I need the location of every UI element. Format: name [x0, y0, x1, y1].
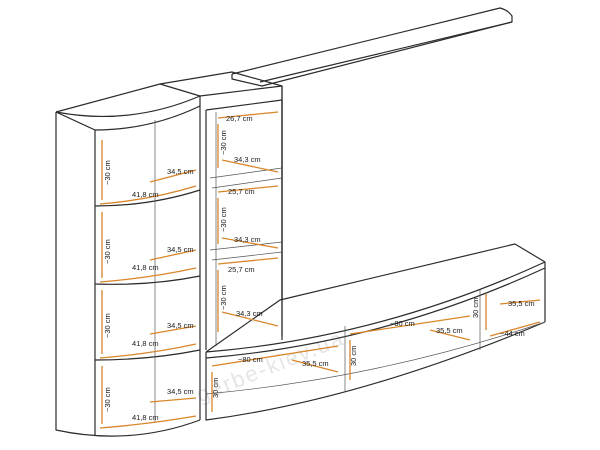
label-left-height-2: ~30 cm: [103, 239, 112, 264]
label-left-depth-4: 34,5 cm: [167, 387, 194, 396]
label-mid-depth-2: 34,3 cm: [234, 235, 261, 244]
label-left-height-4: ~30 cm: [103, 387, 112, 412]
label-mid-depth-3: 34,3 cm: [236, 309, 263, 318]
label-mid-width-2: 25,7 cm: [228, 187, 255, 196]
dimension-lines: [99, 111, 541, 429]
label-left-depth-3: 34,5 cm: [167, 321, 194, 330]
label-left-width-3: 41,8 cm: [132, 339, 159, 348]
label-left-width-4: 41,8 cm: [132, 413, 159, 422]
label-left-height-1: ~30 cm: [103, 160, 112, 185]
left-tower: [55, 83, 201, 437]
label-tv-mid-height: 30 cm: [349, 346, 358, 366]
label-tv-right-depth: 35,5 cm: [508, 299, 535, 308]
label-mid-height-3: ~30 cm: [219, 285, 228, 310]
label-tv-mid-depth: 35,5 cm: [436, 326, 463, 335]
label-left-depth-2: 34,5 cm: [167, 245, 194, 254]
label-left-width-1: 41,8 cm: [132, 190, 159, 199]
label-tv-left-height: 30 cm: [211, 378, 220, 398]
top-wall-shelf: [231, 7, 513, 87]
label-tv-left-depth: 35,5 cm: [302, 359, 329, 368]
label-tv-mid-width: ~80 cm: [390, 319, 415, 328]
label-tv-right-height: 30 cm: [471, 298, 480, 318]
label-mid-top-width: 26,7 cm: [226, 114, 253, 123]
middle-glass-tower: [159, 71, 283, 350]
label-mid-height-2: ~30 cm: [219, 207, 228, 232]
label-tv-left-width: ~80 cm: [238, 355, 263, 364]
label-mid-height-1: ~30 cm: [219, 130, 228, 155]
label-left-depth-1: 34,5 cm: [167, 167, 194, 176]
tv-unit: [205, 243, 546, 421]
label-left-height-3: ~30 cm: [103, 313, 112, 338]
dimension-labels: ~30 cm 34,5 cm 41,8 cm ~30 cm 34,5 cm 41…: [103, 114, 535, 422]
label-mid-width-3: 25,7 cm: [228, 265, 255, 274]
label-left-width-2: 41,8 cm: [132, 263, 159, 272]
label-tv-right-width: ~44 cm: [500, 329, 525, 338]
label-mid-depth-1: 34,3 cm: [234, 155, 261, 164]
